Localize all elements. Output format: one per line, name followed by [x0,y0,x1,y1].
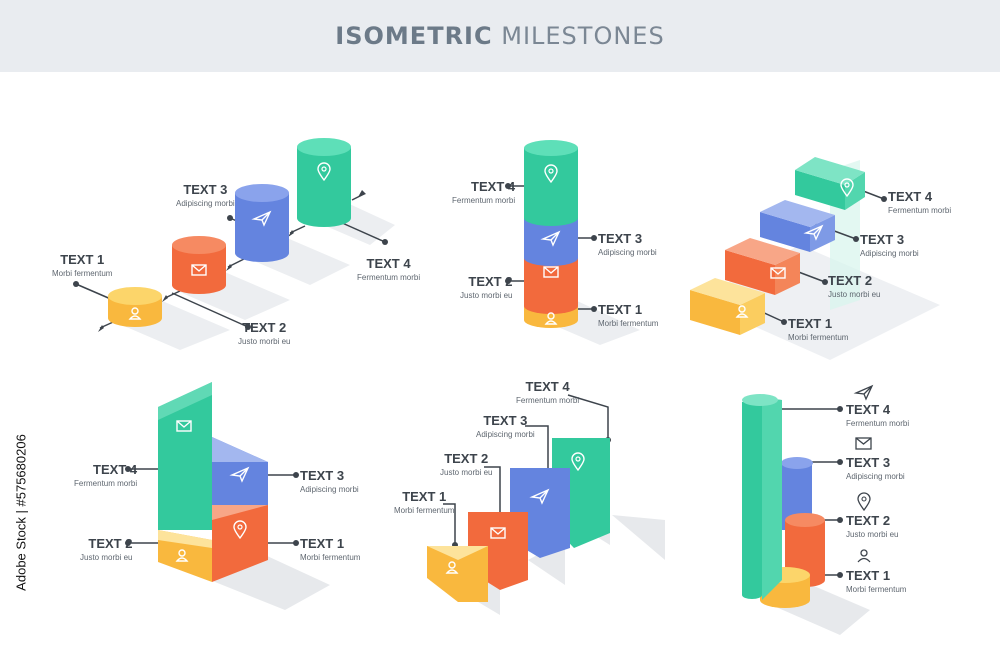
mail-icon [855,437,872,450]
panel-offset-panes [427,394,665,615]
page-title: ISOMETRIC MILESTONES [0,22,1000,50]
panel-stacked-cylinder [505,140,640,345]
panel-block-composition [125,382,330,610]
location-pin-icon [857,492,871,512]
paper-plane-icon [853,384,874,401]
panel-cube-stairs [690,157,940,360]
title-bold: ISOMETRIC [335,22,493,50]
title-light: MILESTONES [501,22,665,50]
panel-cylinders-steps [73,138,395,350]
user-icon [857,549,871,563]
header-bar [0,0,1000,72]
panel-pie-stack [742,384,874,635]
